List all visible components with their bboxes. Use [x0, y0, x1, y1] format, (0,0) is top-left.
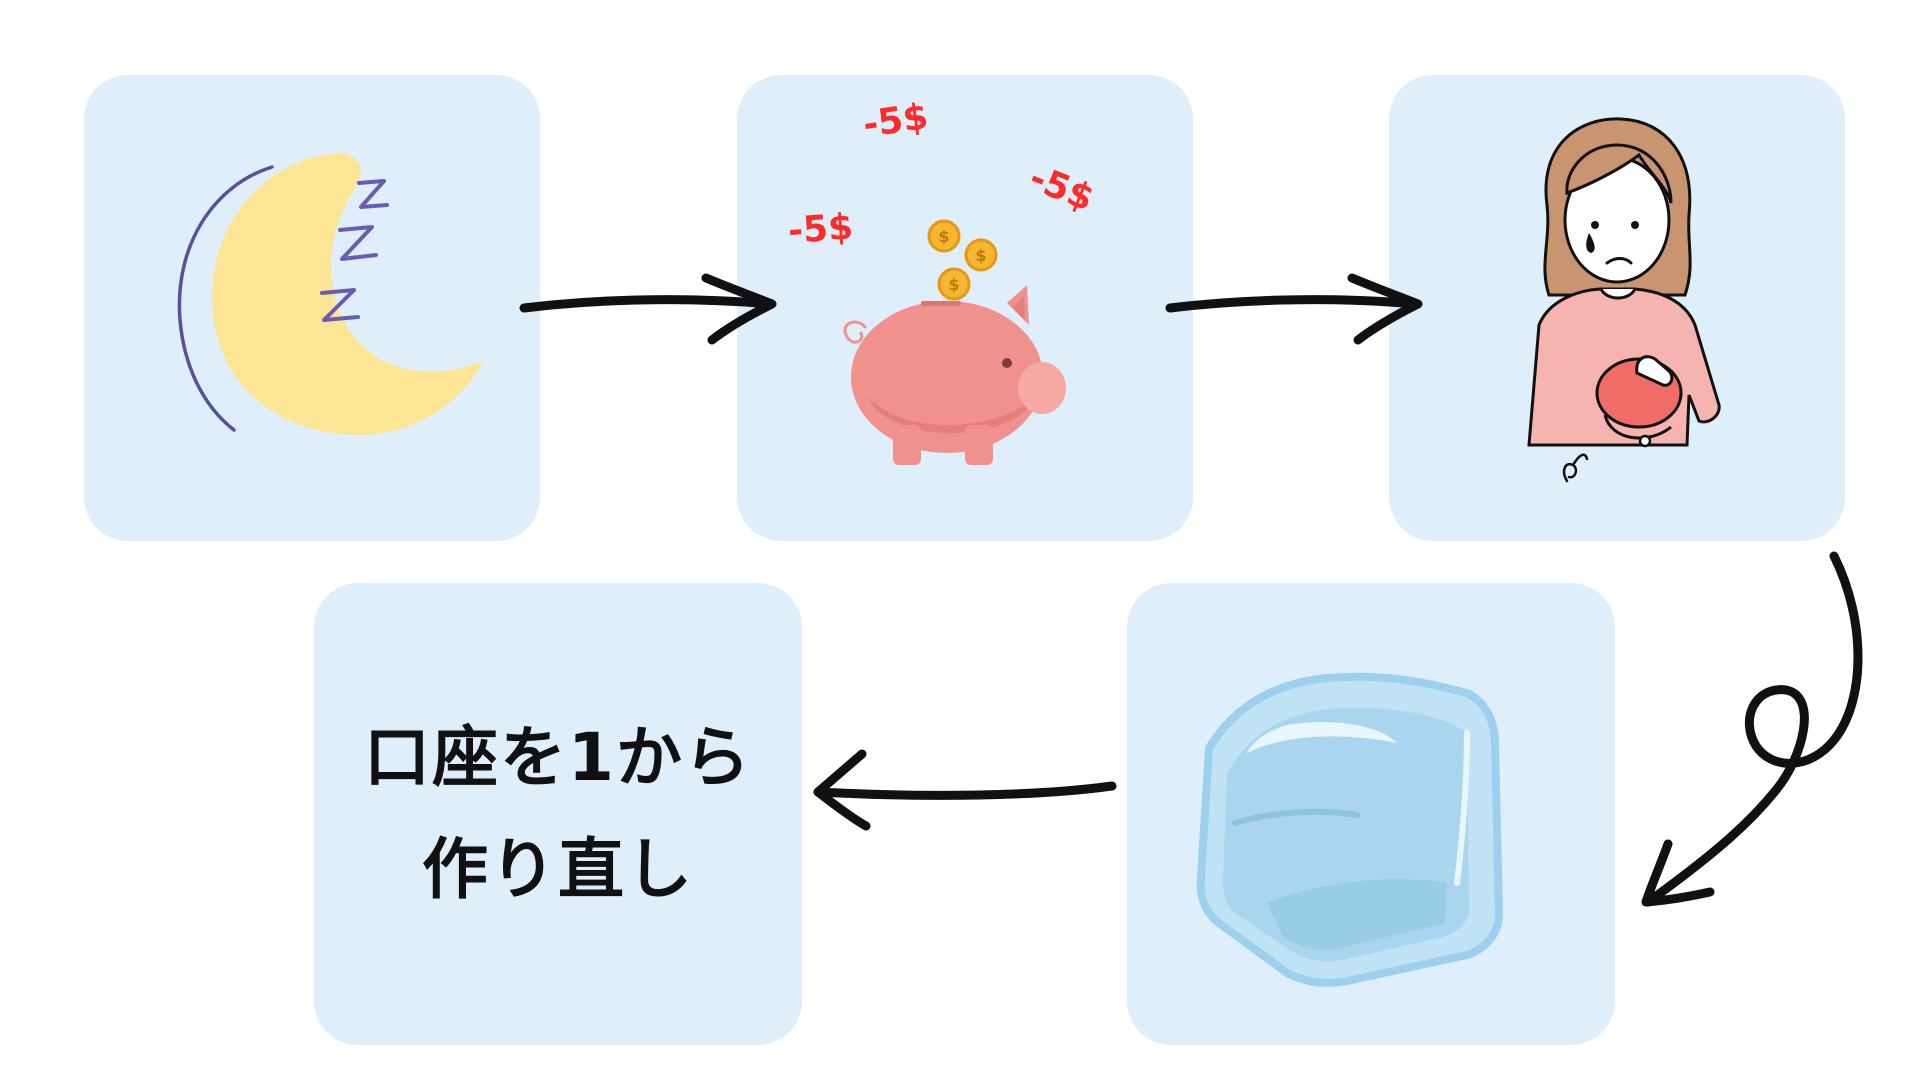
minus-label-1: -5$: [861, 96, 931, 146]
step-card-sleep: [84, 75, 540, 541]
step-card-frozen: [1127, 583, 1615, 1045]
arrow-left-icon: [813, 749, 1117, 831]
step-card-empty-wallet: [1389, 75, 1845, 541]
step-card-savings-drain: $ $ $ -5$ -5$ -5$: [737, 75, 1193, 541]
svg-text:$: $: [948, 275, 959, 294]
rebuild-account-text: 口座を1から 作り直し: [314, 583, 802, 1045]
ice-cube-icon: [1196, 672, 1503, 987]
curly-arrow-icon: [1641, 551, 1863, 907]
step-card-rebuild-account: 口座を1から 作り直し: [314, 583, 802, 1045]
arrow-right-icon: [519, 273, 777, 345]
svg-text:$: $: [938, 227, 949, 246]
piggy-bank-icon: $ $ $: [843, 219, 1066, 465]
minus-label-3: -5$: [787, 207, 855, 252]
moon-sleeping-icon: [177, 153, 484, 435]
rebuild-text-line2: 作り直し: [422, 831, 694, 908]
rebuild-text-line1: 口座を1から: [364, 719, 752, 796]
coin-icon: $ $ $: [927, 219, 998, 301]
crying-woman-wallet-icon: [1527, 117, 1721, 483]
minus-amount-labels: -5$ -5$ -5$: [787, 96, 1100, 252]
arrow-right-icon: [1165, 273, 1423, 345]
svg-text:$: $: [975, 246, 986, 265]
